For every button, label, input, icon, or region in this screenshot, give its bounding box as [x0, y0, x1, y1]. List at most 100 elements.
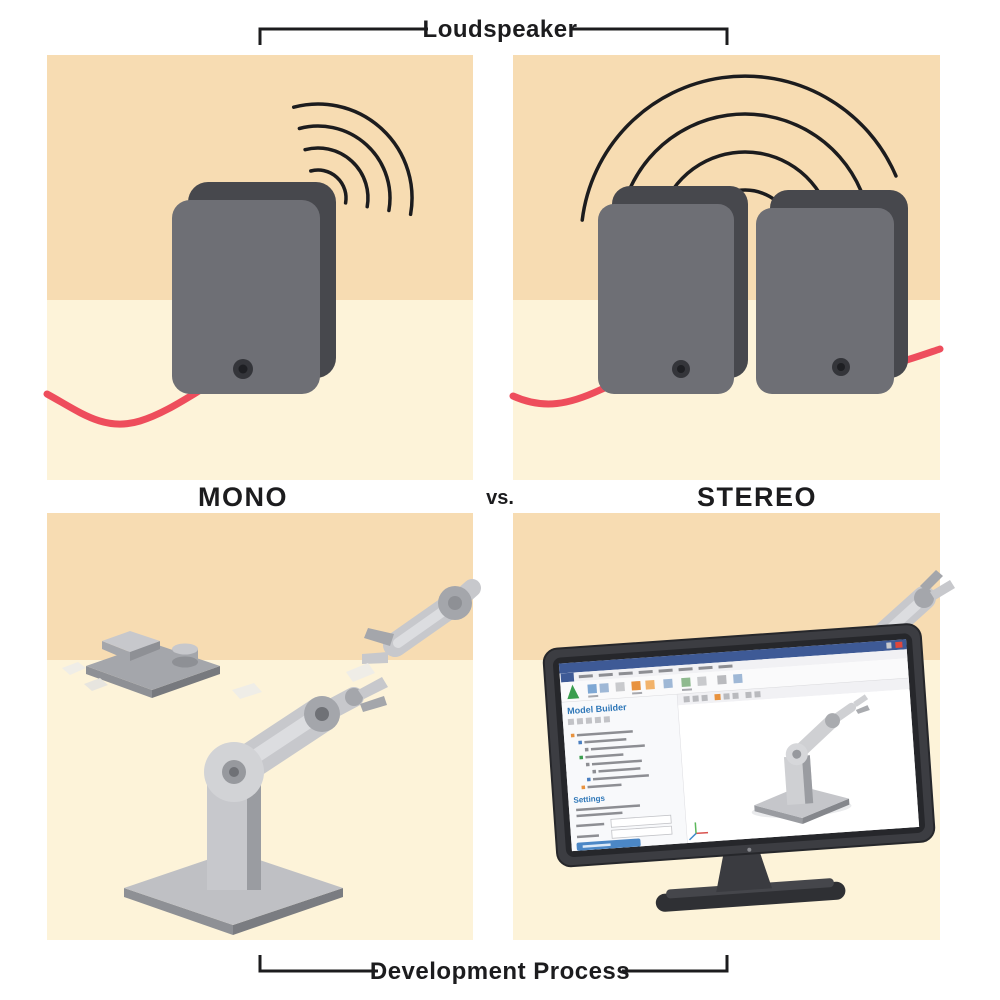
tree-item	[576, 730, 633, 737]
tree-item	[587, 783, 622, 789]
model-builder-heading: Model Builder	[567, 702, 628, 716]
graphics-toolbar-icon	[701, 694, 708, 702]
window-titlebar	[558, 639, 907, 674]
panel-prototype	[47, 513, 481, 940]
settings-input	[610, 814, 672, 828]
settings-field-label	[576, 822, 605, 828]
tree-bullet	[584, 747, 589, 752]
graphics-toolbar-icon	[732, 692, 739, 700]
part-box-right	[130, 641, 160, 661]
settings-input	[611, 825, 673, 839]
bottom-bracket-left-line	[258, 955, 378, 973]
ribbon-tab	[698, 665, 713, 670]
part-plate-side	[152, 666, 220, 698]
tree-bullet	[585, 762, 590, 767]
floating-part	[346, 663, 375, 682]
part-cylinder-top	[172, 643, 198, 655]
tree-bullet	[578, 740, 583, 745]
close-icon	[895, 641, 903, 649]
model-shoulder-hub	[792, 749, 802, 759]
top-bracket-left-line	[258, 27, 428, 45]
robot-arm	[124, 677, 388, 935]
wave-arc	[297, 124, 392, 213]
ribbon-tab	[658, 668, 673, 673]
arm-wrist-joint	[345, 688, 363, 706]
settings-row	[576, 804, 641, 812]
tree-bullet	[581, 785, 586, 790]
tree-item	[592, 774, 649, 781]
panel-toolbar-icon	[594, 716, 602, 724]
simulation-app-logo-icon	[567, 684, 580, 700]
panel-toolbar-icon	[585, 717, 593, 724]
speaker-cabinet-front	[598, 204, 734, 394]
panel-stereo	[509, 55, 944, 480]
cable-port-hole	[238, 364, 248, 374]
graphics-toolbar-icon	[692, 695, 699, 702]
file-tab	[560, 672, 575, 683]
loudspeaker-label: Loudspeaker	[423, 16, 578, 43]
mono-sound-waves-icon	[291, 102, 414, 217]
panel-mono	[43, 55, 473, 480]
panel-toolbar-icon	[567, 718, 575, 726]
ribbon-icon-label	[681, 688, 693, 692]
speaker-cabinet-front	[756, 208, 894, 394]
ribbon-tab	[598, 672, 613, 677]
ribbon-tab	[678, 667, 693, 672]
axis-z	[688, 832, 697, 841]
detached-gripper-finger	[364, 628, 394, 646]
ribbon-tab	[718, 664, 733, 669]
part-plate-side	[86, 666, 152, 698]
settings-row	[576, 811, 623, 818]
tree-item	[585, 753, 624, 759]
tree-bullet	[570, 733, 575, 738]
model-base-side	[754, 805, 803, 824]
cable-port-hole	[837, 363, 845, 371]
ribbon-icon	[663, 678, 673, 689]
tree-bullet	[592, 769, 597, 774]
tree-item	[590, 744, 645, 751]
arm-pedestal-shade	[247, 776, 261, 890]
ribbon-icon-label	[588, 694, 599, 698]
ribbon-icon-label	[632, 691, 643, 695]
model-tree	[570, 730, 649, 790]
part-box-left	[102, 641, 130, 661]
tree-item	[584, 738, 627, 744]
development-process-label: Development Process	[370, 958, 630, 985]
bottom-bracket-right-line	[622, 955, 729, 973]
stereo-right-speaker	[756, 190, 908, 394]
monitor-neck	[716, 851, 773, 893]
simulation-software-window: Model Builder Settings	[558, 639, 920, 852]
model-pedestal-shade	[801, 755, 814, 804]
graphics-toolbar-icon	[754, 691, 761, 698]
axis-y	[694, 822, 697, 834]
bg-gripper-finger	[920, 570, 943, 592]
ribbon-icon	[587, 684, 598, 694]
model-gripper-finger	[853, 694, 869, 707]
speaker-cabinet-front	[172, 200, 320, 394]
screen-robot-model	[751, 694, 870, 824]
ribbon-icon	[681, 677, 691, 688]
graphics-toolbar-icon	[723, 693, 730, 700]
wave-arc	[303, 146, 370, 209]
panel-toolbar-icon	[603, 716, 611, 723]
wave-arc	[309, 168, 348, 205]
arm-shoulder-pin	[229, 767, 239, 777]
part-wedge-small	[84, 678, 108, 691]
vs-label: vs.	[486, 487, 514, 509]
tree-bullet	[579, 755, 584, 760]
model-gripper-finger	[855, 705, 870, 714]
gripper-finger	[358, 677, 388, 699]
detached-gripper-finger	[362, 652, 388, 664]
panel-toolbar-icon	[576, 718, 584, 725]
stereo-label: STEREO	[697, 482, 817, 512]
bg-arm-wrist	[914, 588, 934, 608]
model-elbow	[825, 713, 841, 729]
ribbon-icon	[615, 682, 625, 692]
part-cylinder-bottom	[172, 656, 198, 668]
settings-field-label	[576, 834, 600, 839]
part-box-top	[102, 631, 160, 652]
ribbon-icon	[733, 673, 743, 684]
wave-arc	[580, 74, 898, 222]
